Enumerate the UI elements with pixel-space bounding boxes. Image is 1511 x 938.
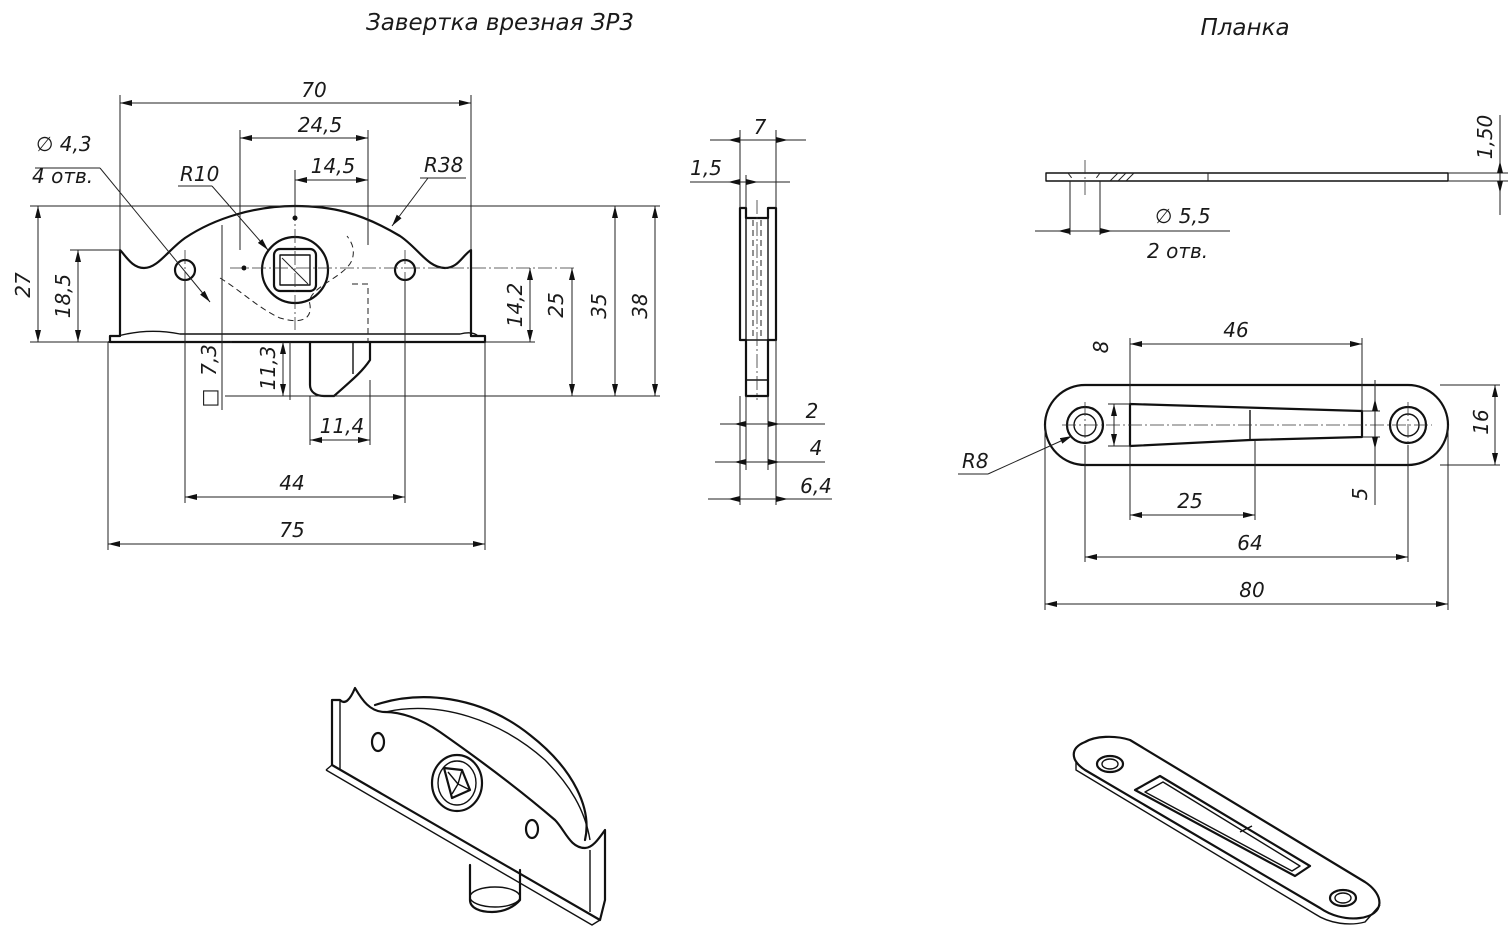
dim-1-50: 1,50 (1473, 115, 1497, 160)
latch-title: Завертка врезная ЗР3 (366, 10, 634, 36)
dim-16: 16 (1469, 409, 1493, 434)
dim-11-3: 11,3 (256, 346, 280, 391)
strike-side-view: ∅ 5,5 2 отв. 1,50 (1035, 115, 1508, 263)
dim-1-5: 1,5 (690, 156, 722, 180)
dim-8: 8 (1089, 341, 1113, 354)
hole-count: 4 отв. (32, 164, 93, 188)
dim-4: 4 (810, 436, 823, 460)
dim-44: 44 (279, 471, 304, 495)
radius-r10: R10 (180, 162, 219, 186)
dim-18-5: 18,5 (51, 274, 75, 319)
radius-r8: R8 (962, 449, 989, 473)
strike-hole-diameter: ∅ 5,5 (1155, 204, 1211, 228)
dim-80: 80 (1239, 578, 1264, 602)
dim-35: 35 (587, 293, 611, 318)
hole-diameter: ∅ 4,3 (36, 132, 92, 156)
dim-11-4: 11,4 (320, 414, 365, 438)
dim-6-4: 6,4 (800, 474, 832, 498)
dim-7: 7 (754, 115, 767, 139)
dim-46: 46 (1223, 318, 1248, 342)
dim-7-3: 7,3 (197, 344, 221, 376)
strike-isometric-view (1072, 735, 1381, 925)
dim-2: 2 (806, 399, 819, 423)
dim-25-strike: 25 (1177, 489, 1202, 513)
dim-70: 70 (301, 78, 326, 102)
strike-hole-count: 2 отв. (1147, 239, 1208, 263)
strike-top-view: 46 8 16 R8 25 5 64 80 (958, 318, 1500, 610)
radius-r38: R38 (424, 153, 463, 177)
dim-38: 38 (628, 293, 652, 318)
dim-24-5: 24,5 (298, 113, 343, 137)
latch-isometric-view (325, 686, 607, 926)
dim-5: 5 (1348, 488, 1372, 501)
dim-14-2: 14,2 (503, 283, 527, 328)
square-symbol: □ (197, 389, 221, 408)
latch-side-view: 7 1,5 2 4 6,4 (690, 115, 832, 505)
strike-title: Планка (1200, 15, 1289, 41)
latch-front-view: 70 24,5 14,5 ∅ 4,3 4 отв. R10 R38 27 18,… (11, 78, 660, 550)
dim-14-5: 14,5 (311, 154, 356, 178)
dim-27: 27 (11, 272, 35, 298)
dim-64: 64 (1237, 531, 1262, 555)
dim-75: 75 (279, 518, 304, 542)
dim-25: 25 (544, 292, 568, 317)
